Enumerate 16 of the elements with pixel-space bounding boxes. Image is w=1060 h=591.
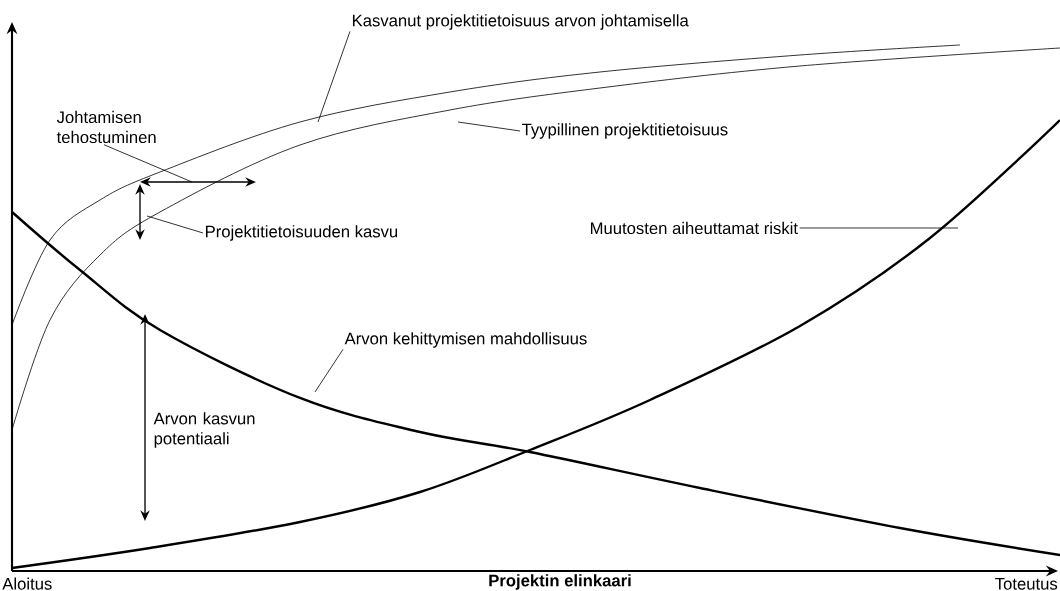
axis-label: Toteutus — [995, 578, 1058, 590]
curve-label: Arvon kehittymisen mahdollisuus — [344, 332, 587, 348]
axis-label: Projektin elinkaari — [489, 574, 631, 590]
leader-line — [314, 348, 344, 393]
leader-line — [799, 227, 959, 229]
leader-line — [317, 30, 351, 123]
curve-label: Projektitietoisuuden kasvu — [205, 225, 398, 241]
axis-label: Aloitus — [2, 577, 52, 590]
curve-label: Muutosten aiheuttamat riskit — [590, 221, 798, 235]
leader-line — [146, 215, 204, 234]
curve-label: Johtamisen tehostuminen — [56, 110, 156, 144]
leader-line — [457, 121, 521, 132]
curve-label: Kasvanut projektitietoisuus arvon johtamisella — [352, 14, 689, 30]
curve-label: Tyypillinen projektitietoisuus — [522, 123, 728, 139]
dimension-label: Arvon kasvun potentiaali — [153, 412, 255, 448]
leader-line — [103, 144, 193, 183]
